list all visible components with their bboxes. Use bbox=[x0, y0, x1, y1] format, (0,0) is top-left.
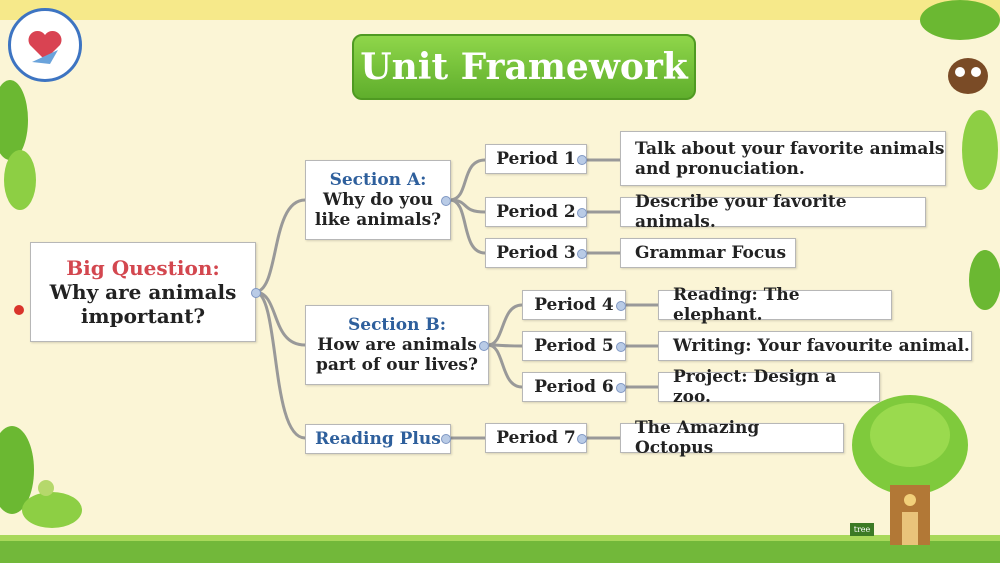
detail-line1: Writing: Your favourite animal. bbox=[673, 336, 970, 356]
tree-sign: tree bbox=[850, 523, 874, 536]
detail-line1: The Amazing Octopus bbox=[635, 418, 760, 458]
big-question-line2: important? bbox=[80, 304, 206, 328]
collapse-icon[interactable] bbox=[479, 341, 489, 351]
collapse-icon[interactable] bbox=[577, 434, 587, 444]
period-4-node: Period 4 bbox=[522, 290, 626, 320]
period-label: Period 3 bbox=[496, 243, 576, 263]
period-4-detail: Reading: The elephant. bbox=[658, 285, 892, 325]
period-label: Period 4 bbox=[534, 295, 614, 315]
collapse-icon[interactable] bbox=[616, 383, 626, 393]
collapse-icon[interactable] bbox=[577, 208, 587, 218]
detail-line2: and pronuciation. bbox=[635, 158, 805, 179]
period-2-node: Period 2 bbox=[485, 197, 587, 227]
section-a-node: Section A: Why do you like animals? bbox=[305, 160, 451, 240]
collapse-icon[interactable] bbox=[616, 342, 626, 352]
section-a-line2: like animals? bbox=[314, 210, 442, 230]
collapse-icon[interactable] bbox=[441, 196, 451, 206]
page-title: Unit Framework bbox=[352, 34, 696, 100]
snail-icon bbox=[38, 480, 54, 496]
collapse-icon[interactable] bbox=[251, 288, 261, 298]
big-question-node: Big Question: Why are animals important? bbox=[30, 242, 256, 342]
leaf-left-icon bbox=[0, 80, 82, 528]
section-b-line1: How are animals bbox=[317, 335, 477, 355]
collapse-icon[interactable] bbox=[616, 301, 626, 311]
period-6-detail: Project: Design a zoo. bbox=[658, 367, 880, 407]
period-3-node: Period 3 bbox=[485, 238, 587, 268]
period-2-detail: Describe your favorite animals. bbox=[620, 192, 926, 232]
period-1-node: Period 1 bbox=[485, 144, 587, 174]
section-b-line2: part of our lives? bbox=[316, 355, 478, 375]
period-6-node: Period 6 bbox=[522, 372, 626, 402]
collapse-icon[interactable] bbox=[441, 434, 451, 444]
period-label: Period 7 bbox=[496, 428, 576, 448]
top-band bbox=[0, 0, 1000, 20]
reading-plus-heading: Reading Plus bbox=[315, 429, 441, 449]
detail-line1: Project: Design a zoo. bbox=[673, 367, 837, 407]
collapse-icon[interactable] bbox=[577, 249, 587, 259]
period-1-detail: Talk about your favorite animals and pro… bbox=[620, 131, 946, 186]
period-7-node: Period 7 bbox=[485, 423, 587, 453]
period-3-detail: Grammar Focus bbox=[620, 238, 796, 268]
detail-line1: Talk about your favorite animals bbox=[635, 138, 945, 159]
period-5-detail: Writing: Your favourite animal. bbox=[658, 331, 972, 361]
period-label: Period 2 bbox=[496, 202, 576, 222]
reading-plus-node: Reading Plus bbox=[305, 424, 451, 454]
owl-icon bbox=[948, 58, 988, 94]
big-question-heading: Big Question: bbox=[66, 256, 220, 280]
section-a-line1: Why do you bbox=[323, 190, 433, 210]
period-label: Period 6 bbox=[534, 377, 614, 397]
collapse-icon[interactable] bbox=[577, 155, 587, 165]
section-a-heading: Section A: bbox=[329, 170, 427, 190]
period-label: Period 5 bbox=[534, 336, 614, 356]
detail-line1: Grammar Focus bbox=[635, 243, 787, 263]
detail-line1: Describe your favorite animals. bbox=[635, 192, 847, 232]
detail-line1: Reading: The elephant. bbox=[673, 285, 800, 325]
tree-house-icon bbox=[852, 395, 968, 545]
period-label: Period 1 bbox=[496, 149, 576, 169]
leaf-right-icon bbox=[920, 0, 1000, 310]
school-logo-icon bbox=[8, 8, 82, 82]
section-b-node: Section B: How are animals part of our l… bbox=[305, 305, 489, 385]
grass-border bbox=[0, 535, 1000, 563]
section-b-heading: Section B: bbox=[347, 315, 446, 335]
ladybug-icon bbox=[14, 305, 24, 315]
big-question-line1: Why are animals bbox=[49, 280, 237, 304]
period-7-detail: The Amazing Octopus bbox=[620, 418, 844, 458]
